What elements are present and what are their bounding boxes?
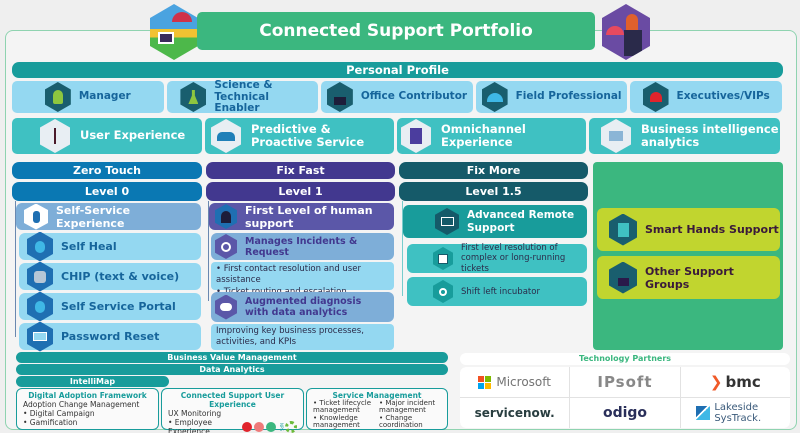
first-level-resolution-item[interactable]: First level resolution of complex or lon… (407, 243, 587, 274)
gears-icon (285, 421, 297, 433)
headset-agent-icon (609, 261, 637, 294)
smart-hands-support[interactable]: Smart Hands Support (597, 208, 780, 251)
neutral-face-icon (254, 422, 265, 432)
laptop-user-icon (326, 82, 353, 112)
connector-line (15, 201, 16, 337)
manages-incidents-request[interactable]: Manages Incidents & Request (211, 233, 394, 260)
nps-label: NPS (279, 423, 284, 431)
touch-wifi-icon (24, 203, 48, 230)
hard-hat-icon (481, 82, 508, 112)
personal-profile-row: Manager Science & Technical Enabler Offi… (12, 80, 782, 113)
connector-line (208, 201, 209, 301)
profile-science-technical-enabler[interactable]: Science & Technical Enabler (166, 80, 319, 113)
capabilities-row: User Experience Predictive & Proactive S… (12, 118, 783, 154)
profile-manager[interactable]: Manager (12, 81, 164, 113)
password-reset-item[interactable]: Password Reset (19, 321, 201, 352)
partner-bmc[interactable]: ❯ bmc (680, 367, 790, 397)
siren-icon (642, 82, 669, 112)
framework-title: Digital Adoption Framework (28, 391, 147, 400)
page-title: Connected Support Portfolio (197, 12, 595, 50)
manager-icon (44, 82, 71, 112)
partner-lakeside[interactable]: Lakeside SysTrack. (680, 398, 790, 428)
support-agent-icon (215, 204, 237, 229)
framework-line: • Change coordination (379, 413, 423, 430)
framework-line: UX Monitoring (168, 409, 222, 418)
framework-line: • Gamification (23, 418, 78, 427)
partner-ipsoft[interactable]: IPsoft (570, 367, 680, 397)
service-management: Service Management • Ticket lifecycle ma… (306, 388, 448, 430)
profile-office-contributor[interactable]: Office Contributor (321, 81, 473, 113)
team-icon (211, 119, 241, 153)
technology-partners: Technology Partners Microsoft IPsoft ❯ b… (460, 353, 790, 431)
kiosk-icon (609, 213, 637, 246)
connector-line (402, 201, 403, 296)
gear-check-icon (215, 234, 237, 259)
framework-title: Connected Support User Experience (180, 391, 285, 409)
first-level-human-support[interactable]: First Level of human support (209, 203, 394, 230)
incident-bullets: • First contact resolution and user assi… (211, 262, 394, 297)
framework-line: • Knowledge management (313, 413, 360, 430)
level-1-5-header: Level 1.5 (399, 182, 588, 201)
capability-predictive-proactive[interactable]: Predictive & Proactive Service (205, 118, 394, 154)
framework-line: Adoption Change Management (23, 400, 140, 409)
augmented-diagnosis[interactable]: Augmented diagnosis with data analytics (211, 292, 394, 322)
microsoft-logo-icon (478, 375, 492, 389)
chip-item[interactable]: CHIP (text & voice) (19, 261, 201, 292)
framework-line: • Ticket lifecycle management (313, 399, 372, 415)
business-value-management-bar: Business Value Management (16, 352, 448, 363)
sad-face-icon (242, 422, 253, 432)
framework-title: Service Management (332, 391, 422, 400)
partner-servicenow[interactable]: servicenow. (460, 398, 570, 428)
capability-user-experience[interactable]: User Experience (12, 118, 202, 154)
intellimap-bar: IntelliMap (16, 376, 169, 387)
headset-user-icon (27, 291, 53, 322)
remote-desktop-icon (435, 208, 459, 235)
self-service-experience[interactable]: Self-Service Experience (16, 203, 201, 230)
bmc-logo-icon: ❯ (709, 373, 723, 391)
zero-touch-header: Zero Touch (12, 162, 202, 179)
self-heal-item[interactable]: Self Heal (19, 231, 201, 262)
robot-icon (27, 261, 53, 292)
lakeside-logo-icon (696, 406, 711, 420)
connected-support-user-experience: Connected Support User Experience UX Mon… (161, 388, 304, 433)
capability-omnichannel[interactable]: Omnichannel Experience (397, 118, 586, 154)
antenna-icon (40, 119, 70, 153)
fix-fast-header: Fix Fast (206, 162, 395, 179)
framework-line: • Major incident management (379, 399, 436, 415)
flask-icon (180, 82, 207, 112)
bullet-item: • Ticket routing and escalation (216, 287, 389, 298)
partner-odigo[interactable]: odigo (570, 398, 680, 428)
framework-line: • Digital Campaign (23, 409, 95, 418)
building-wifi-icon (401, 119, 431, 153)
level-0-header: Level 0 (12, 182, 202, 201)
wifi-device-icon (433, 280, 453, 303)
self-service-portal-item[interactable]: Self Service Portal (19, 291, 201, 322)
digital-adoption-framework: Digital Adoption Framework Adoption Chan… (16, 388, 159, 430)
profile-field-professional[interactable]: Field Professional (475, 81, 628, 113)
level-1-header: Level 1 (206, 182, 395, 201)
partner-microsoft[interactable]: Microsoft (460, 367, 570, 397)
personal-profile-header: Personal Profile (12, 62, 783, 78)
augmented-note: Improving key business processes, activi… (211, 324, 394, 350)
capability-business-intelligence[interactable]: Business intelligence analytics (589, 118, 780, 154)
technology-partners-header: Technology Partners (460, 353, 790, 365)
self-heal-icon (27, 231, 53, 262)
checkbox-icon (433, 247, 453, 270)
laptop-icon (27, 321, 53, 352)
advanced-remote-support[interactable]: Advanced Remote Support (403, 205, 587, 238)
fix-more-header: Fix More (399, 162, 588, 179)
analytics-cloud-icon (215, 294, 237, 320)
bullet-item: • First contact resolution and user assi… (216, 264, 361, 286)
other-support-groups[interactable]: Other Support Groups (597, 256, 780, 299)
data-analytics-bar: Data Analytics (16, 364, 448, 375)
profile-executives-vips[interactable]: Executives/VIPs (630, 81, 782, 113)
happy-face-icon (266, 422, 277, 432)
framework-line: • Employee Experience Index (168, 418, 212, 433)
shift-left-incubator-item[interactable]: Shift left incubator (407, 277, 587, 306)
meeting-icon (601, 119, 631, 153)
